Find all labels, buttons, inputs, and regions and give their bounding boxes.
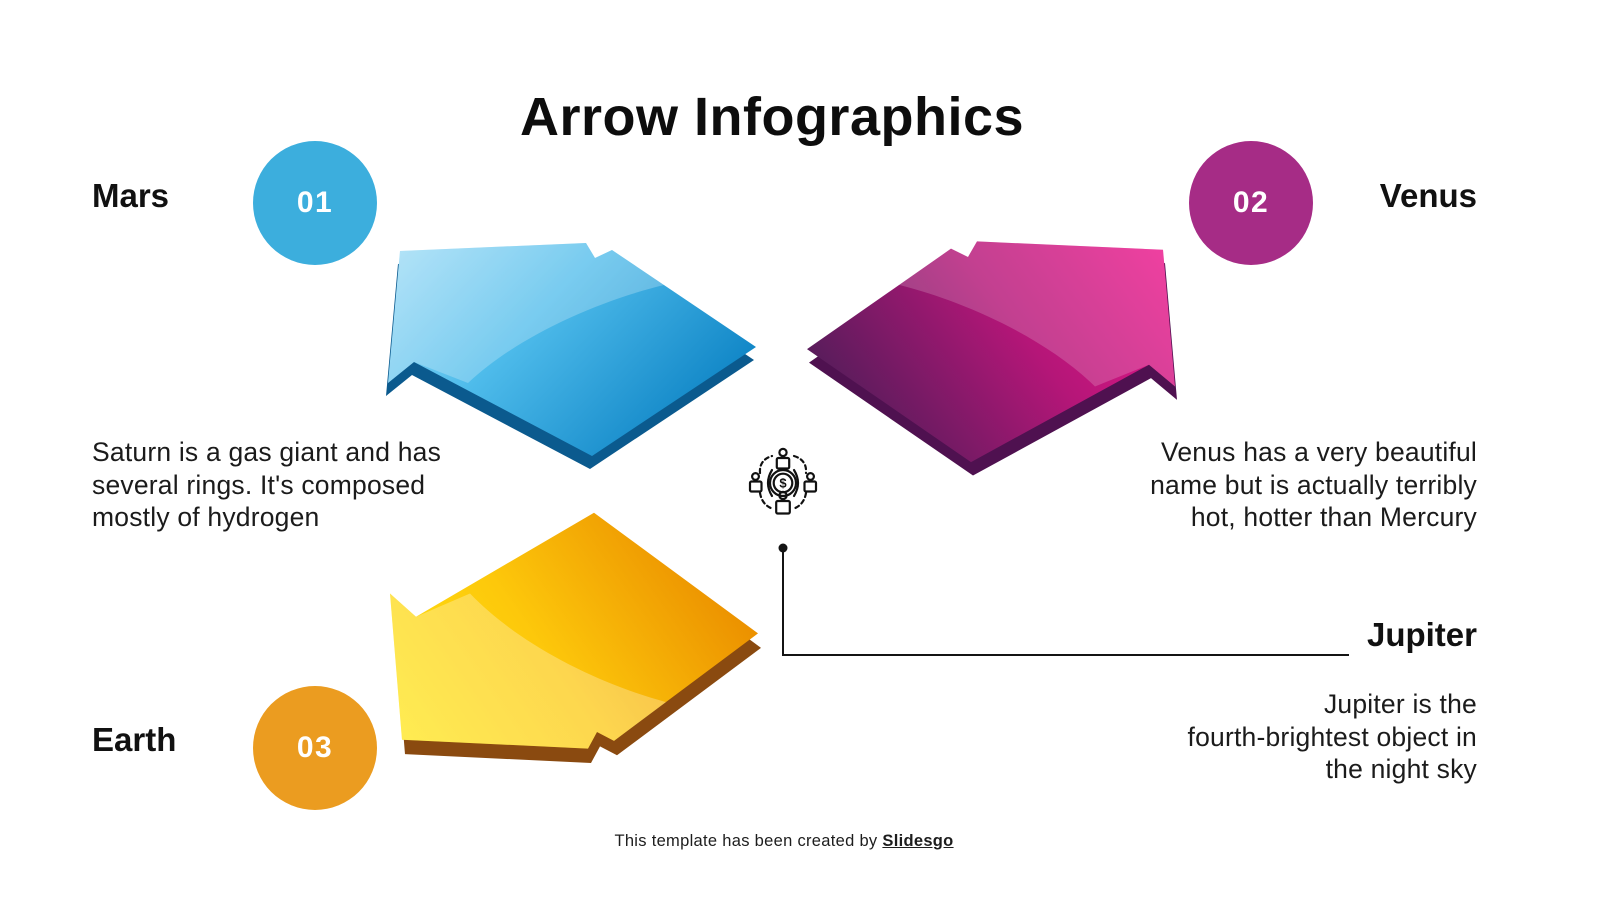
description-line: name but is actually terribly: [1150, 469, 1477, 500]
description-line: Saturn is a gas giant and has: [92, 437, 442, 467]
up-left-arrow-icon: [386, 243, 756, 469]
planet-label-earth: Earth: [92, 721, 177, 758]
jupiter-connector-line: [778, 543, 1349, 656]
page-title: Arrow Infographics: [519, 87, 1025, 147]
step-03-circle: 03: [253, 686, 377, 810]
callout-label-jupiter: Jupiter: [1366, 616, 1477, 653]
step-01-circle: 01: [253, 141, 377, 265]
arrow-gloss: [899, 241, 1175, 387]
step-02-circle: 02: [1189, 141, 1313, 265]
footer-text: This template has been created by: [614, 832, 878, 850]
jupiter-description: Jupiter is the fourth-brightest object i…: [1097, 688, 1477, 786]
footer-credit: This template has been created by Slides…: [0, 832, 1600, 851]
person-icon-top: [775, 447, 791, 470]
dollar-outer-ring: [768, 468, 798, 498]
step-01-number: 01: [296, 186, 334, 219]
dashed-arc-bottom-right: [791, 491, 808, 511]
description-line: mostly of hydrogen: [92, 502, 320, 532]
person-icon-bottom: [775, 490, 791, 515]
arrow-gloss: [388, 243, 664, 383]
step-03-number: 03: [296, 731, 334, 764]
venus-description: Venus has a very beautiful name but is a…: [1057, 436, 1477, 534]
up-right-arrow-icon: [807, 241, 1177, 476]
arrow-face: [807, 241, 1175, 463]
description-line: fourth-brightest object in: [1187, 721, 1477, 752]
dollar-symbol: $: [779, 476, 787, 491]
arrow-face: [390, 512, 758, 749]
planet-label-venus: Venus: [1379, 177, 1477, 214]
description-line: Venus has a very beautiful: [1160, 437, 1477, 467]
slidesgo-link[interactable]: Slidesgo: [882, 832, 954, 850]
step-02-number: 02: [1232, 186, 1270, 219]
planet-label-mars: Mars: [92, 177, 170, 214]
description-line: Jupiter is the: [1323, 689, 1477, 719]
dashed-arc-bottom-left: [758, 491, 775, 511]
dashed-arc-top-right: [792, 454, 808, 475]
dashed-arc-top-left: [758, 454, 774, 475]
description-line: the night sky: [1325, 754, 1477, 784]
arrow-face: [388, 243, 756, 456]
person-icon-left: [748, 472, 763, 493]
connector-path: [782, 548, 1349, 656]
description-line: hot, hotter than Mercury: [1190, 502, 1477, 532]
person-icon-right: [803, 472, 818, 493]
left-arc: [766, 468, 774, 498]
crowdfunding-dollar-people-icon: $: [748, 447, 818, 515]
down-left-arrow-icon: [390, 512, 761, 763]
arrow-gloss: [390, 593, 666, 749]
mars-description: Saturn is a gas giant and has several ri…: [92, 436, 512, 534]
right-arc: [792, 468, 800, 498]
description-line: several rings. It's composed: [92, 469, 426, 500]
